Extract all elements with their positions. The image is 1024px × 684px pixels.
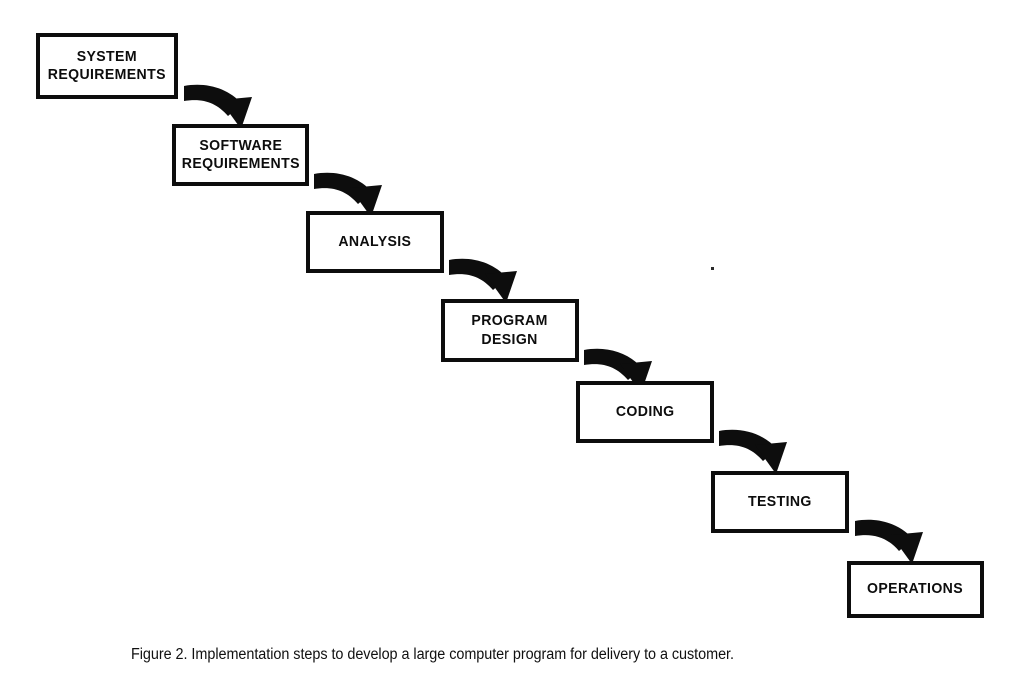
- phase-label-software-requirements: SOFTWARE REQUIREMENTS: [181, 136, 300, 172]
- phase-box-coding[interactable]: CODING: [576, 381, 714, 443]
- phase-label-system-requirements: SYSTEM REQUIREMENTS: [47, 47, 167, 83]
- arrow-coding-to-testing: [719, 429, 787, 474]
- phase-box-program-design[interactable]: PROGRAM DESIGN: [441, 299, 579, 362]
- phase-box-operations[interactable]: OPERATIONS: [847, 561, 984, 618]
- arrow-testing-to-operations: [855, 519, 923, 564]
- scan-artifact-speck: [711, 267, 714, 270]
- arrow-analysis-to-design: [449, 258, 517, 303]
- figure-caption: Figure 2. Implementation steps to develo…: [131, 646, 734, 663]
- phase-label-program-design: PROGRAM DESIGN: [471, 312, 549, 348]
- phase-label-analysis: ANALYSIS: [338, 232, 412, 250]
- phase-label-coding: CODING: [615, 402, 675, 420]
- phase-box-system-requirements[interactable]: SYSTEM REQUIREMENTS: [36, 33, 178, 99]
- phase-label-testing: TESTING: [748, 492, 812, 510]
- phase-box-software-requirements[interactable]: SOFTWARE REQUIREMENTS: [172, 124, 309, 186]
- phase-box-analysis[interactable]: ANALYSIS: [306, 211, 444, 273]
- phase-box-testing[interactable]: TESTING: [711, 471, 849, 533]
- arrow-system-to-software: [184, 84, 252, 129]
- phase-label-operations: OPERATIONS: [867, 580, 964, 598]
